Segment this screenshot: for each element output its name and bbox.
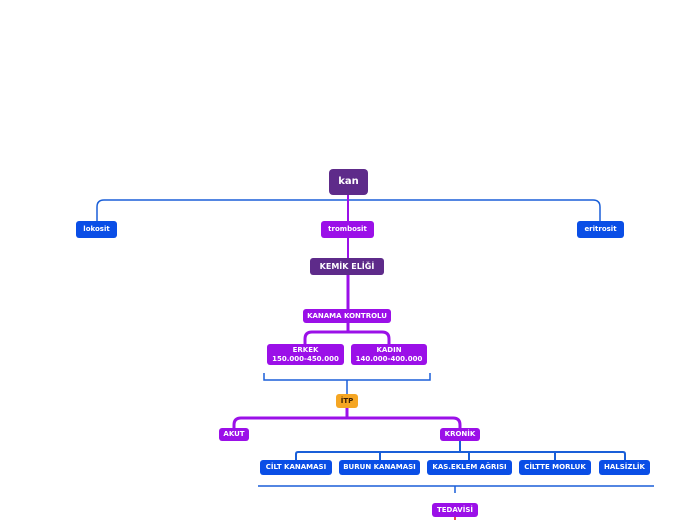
node-halsizlik[interactable]: HALSİZLİK xyxy=(599,460,650,475)
connector-root-eritrosit xyxy=(348,199,601,221)
node-kemik-iligi-label: KEMİK ELİĞİ xyxy=(319,261,375,271)
node-halsizlik-label: HALSİZLİK xyxy=(604,463,645,472)
connector-kronik-symptoms xyxy=(295,441,626,460)
node-erkek[interactable]: ERKEK 150.000-450.000 xyxy=(267,344,344,365)
node-cilt-kanamasi-label: CİLT KANAMASI xyxy=(265,463,327,472)
node-tedavisi-label: TEDAVİSİ xyxy=(437,505,473,514)
node-kronik-label: KRONİK xyxy=(444,430,476,439)
node-kas-eklem-agrisi-label: KAS.EKLEM AĞRISI xyxy=(432,463,507,472)
node-lokosit[interactable]: lokosit xyxy=(76,221,117,238)
node-kanama-kontrolu[interactable]: KANAMA KONTROLU xyxy=(303,309,391,323)
node-eritrosit-label: eritrosit xyxy=(584,225,617,234)
node-kadin[interactable]: KADIN 140.000-400.000 xyxy=(351,344,427,365)
connector-kanama-values xyxy=(303,323,391,344)
summary-line-symptoms xyxy=(258,485,654,493)
summary-bracket-values xyxy=(263,373,431,386)
node-akut[interactable]: AKUT xyxy=(219,428,249,441)
node-trombosit[interactable]: trombosit xyxy=(321,221,374,238)
node-itp-label: İTP xyxy=(340,396,354,405)
node-eritrosit[interactable]: eritrosit xyxy=(577,221,624,238)
root-node-kan[interactable]: kan xyxy=(329,169,368,195)
node-erkek-value: 150.000-450.000 xyxy=(272,354,339,363)
node-kas-eklem-agrisi[interactable]: KAS.EKLEM AĞRISI xyxy=(427,460,512,475)
node-lokosit-label: lokosit xyxy=(83,225,110,234)
node-ciltte-morluk-label: CİLTTE MORLUK xyxy=(524,463,586,472)
node-burun-kanamasi-label: BURUN KANAMASI xyxy=(343,463,416,472)
node-akut-label: AKUT xyxy=(223,430,245,439)
node-itp[interactable]: İTP xyxy=(336,394,358,408)
node-kronik[interactable]: KRONİK xyxy=(440,428,480,441)
node-kadin-label: KADIN xyxy=(376,346,402,355)
node-ciltte-morluk[interactable]: CİLTTE MORLUK xyxy=(519,460,591,475)
node-kemik-iligi[interactable]: KEMİK ELİĞİ xyxy=(310,258,384,275)
connector-itp-types xyxy=(232,408,462,428)
root-label: kan xyxy=(338,176,359,188)
node-kanama-kontrolu-label: KANAMA KONTROLU xyxy=(307,311,387,320)
node-burun-kanamasi[interactable]: BURUN KANAMASI xyxy=(339,460,420,475)
node-tedavisi[interactable]: TEDAVİSİ xyxy=(432,503,478,517)
node-kadin-value: 140.000-400.000 xyxy=(355,354,423,363)
node-cilt-kanamasi[interactable]: CİLT KANAMASI xyxy=(260,460,332,475)
node-erkek-label: ERKEK xyxy=(292,346,319,355)
node-trombosit-label: trombosit xyxy=(328,225,367,234)
connector-root-lokosit xyxy=(96,194,349,221)
